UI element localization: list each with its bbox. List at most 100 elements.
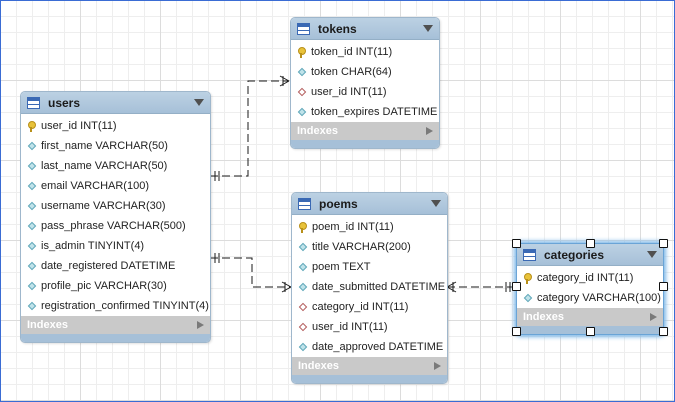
column-label: token_expires DATETIME xyxy=(311,106,438,118)
indexes-label: Indexes xyxy=(297,125,338,137)
column-list: user_id INT(11) first_name VARCHAR(50) l… xyxy=(21,114,210,316)
column-row[interactable]: profile_pic VARCHAR(30) xyxy=(21,276,210,296)
primary-key-icon xyxy=(297,46,306,58)
table-title: categories xyxy=(544,247,605,262)
column-row[interactable]: registration_confirmed TINYINT(4) xyxy=(21,296,210,316)
column-label: user_id INT(11) xyxy=(312,321,388,333)
indexes-bar[interactable]: Indexes xyxy=(291,122,439,140)
table-title: poems xyxy=(319,196,358,211)
expand-arrow-icon[interactable] xyxy=(426,127,433,135)
column-row[interactable]: date_registered DATETIME xyxy=(21,256,210,276)
collapse-arrow-icon[interactable] xyxy=(423,25,433,32)
column-label: user_id INT(11) xyxy=(41,120,117,132)
foreign-key-diamond-icon xyxy=(297,87,306,97)
indexes-bar[interactable]: Indexes xyxy=(517,308,663,326)
table-header[interactable]: tokens xyxy=(291,18,439,40)
column-row[interactable]: user_id INT(11) xyxy=(291,82,439,102)
table-footer xyxy=(291,140,439,148)
column-label: profile_pic VARCHAR(30) xyxy=(41,280,167,292)
resize-handle-bottom-left[interactable] xyxy=(512,327,521,336)
relationship-users-tokens[interactable] xyxy=(210,75,290,181)
column-label: date_submitted DATETIME xyxy=(312,281,446,293)
column-row[interactable]: last_name VARCHAR(50) xyxy=(21,156,210,176)
column-list: token_id INT(11) token CHAR(64) user_id … xyxy=(291,40,439,122)
resize-handle-top-center[interactable] xyxy=(586,239,595,248)
table-footer xyxy=(21,334,210,342)
table-users[interactable]: users user_id INT(11) first_name VARCHAR… xyxy=(20,91,211,343)
column-diamond-icon xyxy=(27,261,36,271)
collapse-arrow-icon[interactable] xyxy=(431,200,441,207)
resize-handle-top-left[interactable] xyxy=(512,239,521,248)
primary-key-icon xyxy=(27,120,36,132)
table-title: tokens xyxy=(318,21,357,36)
table-poems[interactable]: poems poem_id INT(11) title VARCHAR(200)… xyxy=(291,192,448,384)
column-row[interactable]: date_approved DATETIME xyxy=(292,337,447,357)
column-row[interactable]: username VARCHAR(30) xyxy=(21,196,210,216)
column-diamond-icon xyxy=(27,281,36,291)
column-diamond-icon xyxy=(298,262,307,272)
resize-handle-top-right[interactable] xyxy=(659,239,668,248)
column-label: user_id INT(11) xyxy=(311,86,387,98)
relationship-users-poems[interactable] xyxy=(210,253,292,293)
column-label: title VARCHAR(200) xyxy=(312,241,411,253)
table-tokens[interactable]: tokens token_id INT(11) token CHAR(64) u… xyxy=(290,17,440,149)
column-diamond-icon xyxy=(27,181,36,191)
column-row[interactable]: poem TEXT xyxy=(292,257,447,277)
foreign-key-diamond-icon xyxy=(298,302,307,312)
column-diamond-icon xyxy=(297,107,306,117)
indexes-bar[interactable]: Indexes xyxy=(292,357,447,375)
primary-key-icon xyxy=(523,272,532,284)
collapse-arrow-icon[interactable] xyxy=(194,99,204,106)
column-row[interactable]: pass_phrase VARCHAR(500) xyxy=(21,216,210,236)
column-row[interactable]: title VARCHAR(200) xyxy=(292,237,447,257)
column-row[interactable]: poem_id INT(11) xyxy=(292,217,447,237)
column-row[interactable]: user_id INT(11) xyxy=(292,317,447,337)
resize-handle-bottom-center[interactable] xyxy=(586,327,595,336)
column-label: date_approved DATETIME xyxy=(312,341,444,353)
indexes-bar[interactable]: Indexes xyxy=(21,316,210,334)
column-diamond-icon xyxy=(27,221,36,231)
column-row[interactable]: date_submitted DATETIME xyxy=(292,277,447,297)
resize-handle-bottom-right[interactable] xyxy=(659,327,668,336)
indexes-label: Indexes xyxy=(298,360,339,372)
column-diamond-icon xyxy=(298,342,307,352)
table-footer xyxy=(292,375,447,383)
column-row[interactable]: user_id INT(11) xyxy=(21,116,210,136)
column-list: category_id INT(11) category VARCHAR(100… xyxy=(517,266,663,308)
column-label: category VARCHAR(100) xyxy=(537,292,661,304)
column-list: poem_id INT(11) title VARCHAR(200) poem … xyxy=(292,215,447,357)
expand-arrow-icon[interactable] xyxy=(434,362,441,370)
table-icon xyxy=(27,96,40,109)
column-label: date_registered DATETIME xyxy=(41,260,176,272)
table-categories[interactable]: categories category_id INT(11) category … xyxy=(516,243,664,335)
column-label: token CHAR(64) xyxy=(311,66,392,78)
column-row[interactable]: token_expires DATETIME xyxy=(291,102,439,122)
column-row[interactable]: email VARCHAR(100) xyxy=(21,176,210,196)
column-diamond-icon xyxy=(27,141,36,151)
column-diamond-icon xyxy=(27,241,36,251)
column-diamond-icon xyxy=(27,301,36,311)
column-row[interactable]: category_id INT(11) xyxy=(517,268,663,288)
column-label: category_id INT(11) xyxy=(537,272,634,284)
relationship-categories-poems[interactable] xyxy=(446,281,516,293)
column-row[interactable]: category_id INT(11) xyxy=(292,297,447,317)
column-row[interactable]: token_id INT(11) xyxy=(291,42,439,62)
column-label: last_name VARCHAR(50) xyxy=(41,160,168,172)
table-header[interactable]: users xyxy=(21,92,210,114)
column-row[interactable]: token CHAR(64) xyxy=(291,62,439,82)
collapse-arrow-icon[interactable] xyxy=(647,251,657,258)
resize-handle-middle-left[interactable] xyxy=(512,282,521,291)
expand-arrow-icon[interactable] xyxy=(650,313,657,321)
table-header[interactable]: categories xyxy=(517,244,663,266)
resize-handle-middle-right[interactable] xyxy=(659,282,668,291)
column-row[interactable]: category VARCHAR(100) xyxy=(517,288,663,308)
expand-arrow-icon[interactable] xyxy=(197,321,204,329)
column-label: poem_id INT(11) xyxy=(312,221,394,233)
table-header[interactable]: poems xyxy=(292,193,447,215)
table-icon xyxy=(523,248,536,261)
column-label: pass_phrase VARCHAR(500) xyxy=(41,220,186,232)
column-label: category_id INT(11) xyxy=(312,301,409,313)
column-row[interactable]: is_admin TINYINT(4) xyxy=(21,236,210,256)
column-row[interactable]: first_name VARCHAR(50) xyxy=(21,136,210,156)
